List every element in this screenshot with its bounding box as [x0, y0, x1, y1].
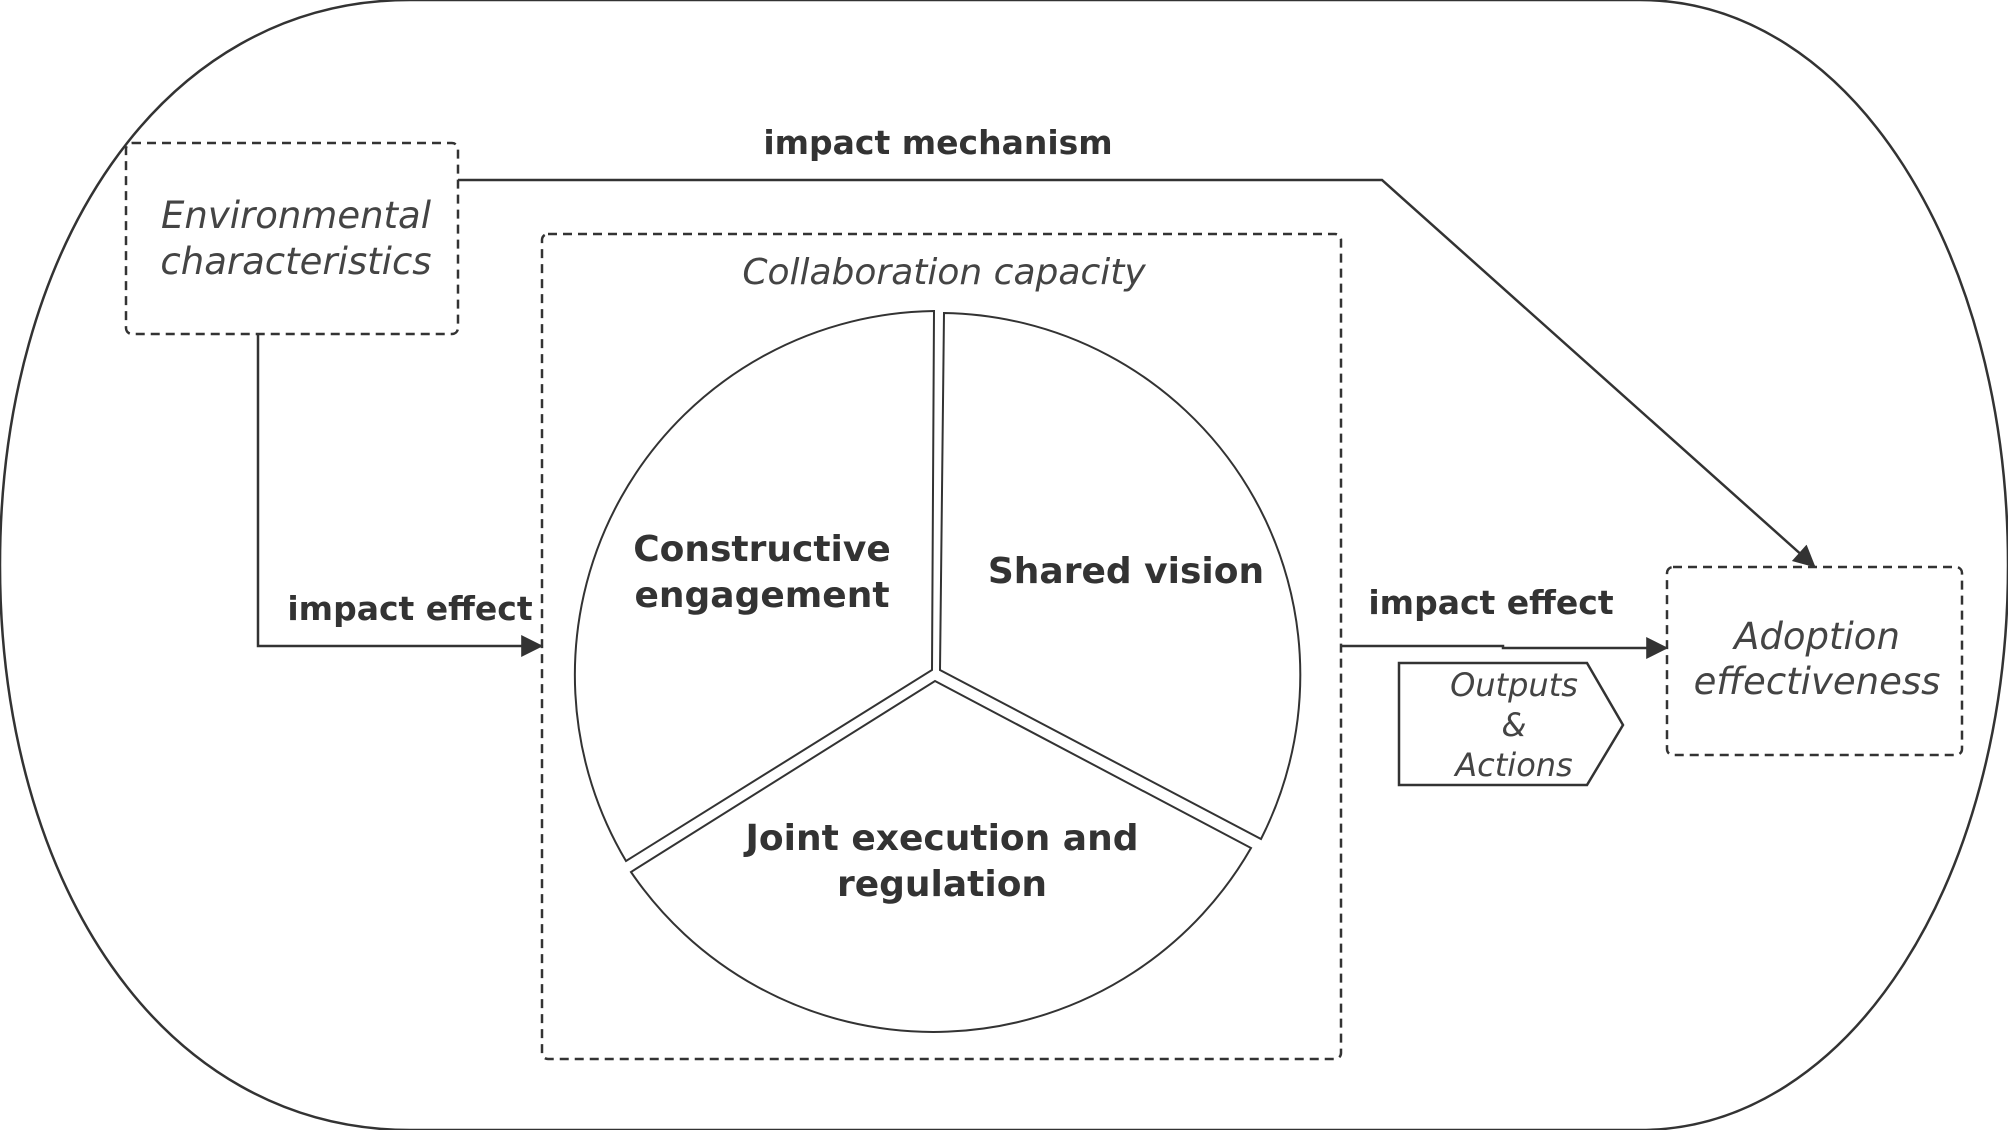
segment-joint-execution	[629, 679, 1253, 1033]
outputs-actions-node: Outputs & Actions	[1397, 661, 1625, 787]
segment-shared-vision	[938, 311, 1302, 841]
edge-label-impact-mechanism: impact mechanism	[763, 123, 1112, 162]
environmental-characteristics-node: Environmental characteristics	[124, 141, 460, 336]
collaboration-capacity-title: Collaboration capacity	[742, 252, 1146, 293]
adoption-effectiveness-node: Adoption effectiveness	[1665, 565, 1964, 757]
shared-vision-label: Shared vision	[988, 551, 1264, 592]
adoption-line2: effectiveness	[1694, 660, 1941, 703]
outputs-line2: &	[1502, 706, 1527, 744]
edge-label-impact-effect-left: impact effect	[287, 589, 532, 628]
outputs-line1: Outputs	[1450, 666, 1578, 704]
adoption-line1: Adoption	[1732, 615, 1900, 658]
joint-line1: Joint execution and	[743, 818, 1139, 859]
edge-impact-mechanism: impact mechanism	[458, 123, 1816, 568]
edge-impact-effect-right: impact effect	[1341, 583, 1669, 659]
segment-constructive-engagement	[573, 309, 936, 863]
constructive-line1: Constructive	[633, 529, 891, 570]
environmental-line1: Environmental	[161, 194, 432, 237]
constructive-line2: engagement	[634, 575, 889, 616]
environmental-line2: characteristics	[160, 240, 431, 283]
edge-label-impact-effect-right: impact effect	[1368, 583, 1613, 622]
collaboration-pie: Constructive engagement Shared vision Jo…	[573, 309, 1302, 1033]
edge-impact-effect-left: impact effect	[256, 334, 544, 657]
joint-line2: regulation	[837, 864, 1047, 905]
outputs-line3: Actions	[1453, 746, 1572, 784]
